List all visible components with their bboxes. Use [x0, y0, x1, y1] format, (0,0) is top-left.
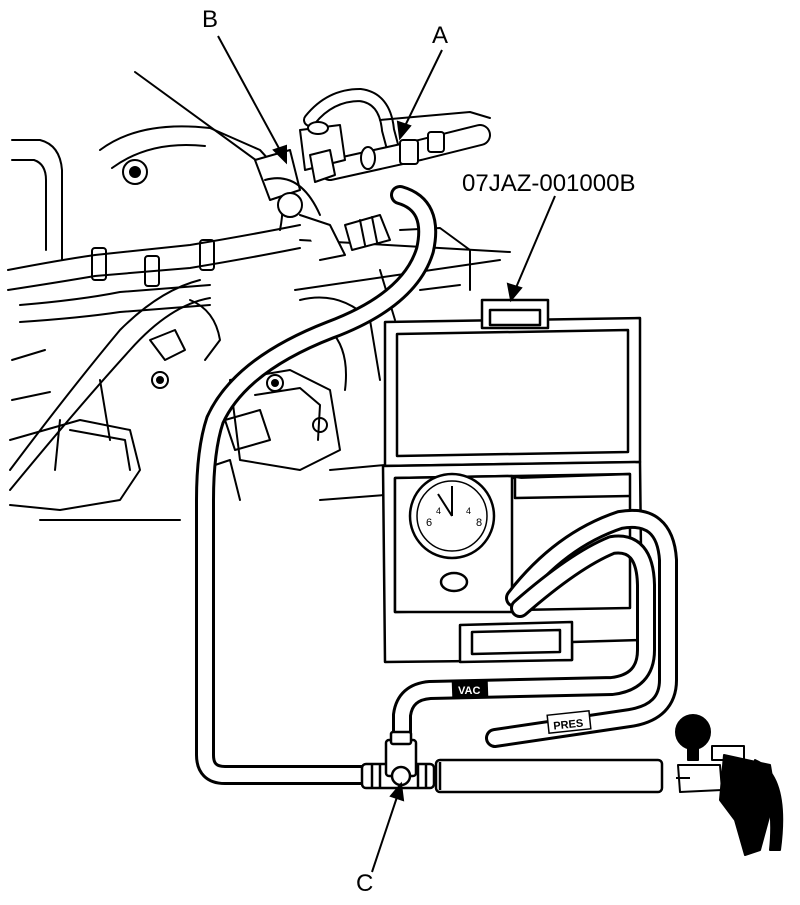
evap-hose-assembly	[254, 88, 491, 261]
pres-tag-label: PRES	[553, 718, 584, 733]
tool-part-number: 07JAZ-001000B	[462, 170, 636, 197]
svg-text:4: 4	[436, 506, 441, 516]
svg-text:8: 8	[476, 517, 482, 529]
pres-tag: PRES	[546, 710, 592, 734]
svg-text:6: 6	[426, 517, 432, 529]
leader-lines	[217, 35, 556, 873]
vac-tag-label: VAC	[458, 685, 480, 697]
callout-b: B	[202, 6, 219, 33]
callout-c: C	[356, 870, 374, 897]
t-fitting	[360, 730, 436, 790]
tester-hoses	[392, 508, 678, 755]
hand-vacuum-pump	[675, 714, 784, 856]
vac-tag: VAC	[451, 680, 489, 698]
svg-text:4: 4	[466, 506, 471, 516]
main-vacuum-hose	[195, 185, 438, 785]
callout-a: A	[432, 22, 449, 49]
outlet-hose	[434, 758, 664, 794]
